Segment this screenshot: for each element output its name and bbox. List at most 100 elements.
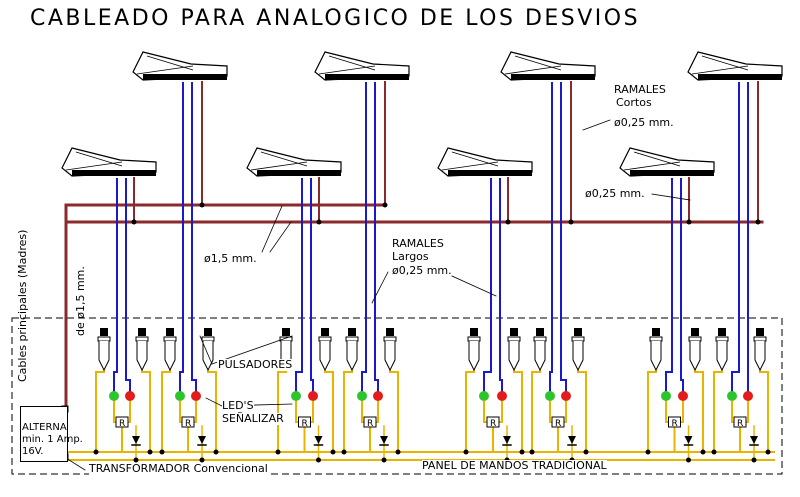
bus-junction [159, 449, 165, 455]
leader-line [199, 335, 213, 365]
label-panel: PANEL DE MANDOS TRADICIONAL [422, 459, 607, 472]
pushbutton-cap-icon [691, 328, 699, 336]
resistor-label: R [367, 419, 373, 429]
pushbutton-icon [649, 336, 663, 342]
red-led-icon [497, 391, 507, 401]
resistor-icon [115, 416, 129, 428]
turnout-base-icon [143, 74, 227, 80]
label-cables-principales: Cables principales (Madres) [16, 229, 29, 382]
control-wire-a [483, 178, 492, 392]
switch-feed-wire [141, 370, 151, 452]
switch-feed-wire [277, 370, 287, 452]
pushbutton-cap-icon [386, 328, 394, 336]
led-wire [483, 401, 487, 423]
pushbutton-cap-icon [321, 328, 329, 336]
bus-junction [199, 457, 205, 463]
turnout-base-icon [448, 170, 532, 176]
bus-junction [381, 457, 387, 463]
turnout-rail-icon [136, 55, 194, 75]
bus-junction [395, 449, 401, 455]
turnout-base-icon [257, 170, 341, 176]
bus-junction [645, 449, 651, 455]
green-led-icon [357, 391, 367, 401]
pushbutton-icon [507, 336, 521, 342]
red-led-icon [743, 391, 753, 401]
pushbutton-cap-icon [574, 328, 582, 336]
control-wire-a [113, 178, 118, 392]
bus-junction [529, 449, 535, 455]
led-wire [179, 401, 182, 423]
diode-icon [503, 436, 511, 444]
switch-feed-wire [577, 370, 587, 452]
pushbutton-icon [201, 336, 215, 342]
label-transformador: TRANSFORMADOR Convencional [89, 462, 268, 475]
panel-frame [11, 317, 783, 475]
control-wire-a [361, 82, 367, 392]
pushbutton-body-icon [650, 341, 662, 372]
pushbutton-icon [467, 336, 481, 342]
main-bus-upper [64, 203, 386, 410]
green-led-icon [109, 391, 119, 401]
switch-feed-wire [389, 370, 399, 452]
led-wire [680, 401, 684, 423]
control-wire-b [374, 82, 379, 392]
pushbutton-cap-icon [718, 328, 726, 336]
pushbutton-icon [318, 336, 332, 342]
bus-junction [519, 449, 525, 455]
led-wire [746, 401, 749, 423]
pushbutton-cap-icon [138, 328, 146, 336]
control-wire-a [665, 178, 673, 392]
green-led-icon [545, 391, 555, 401]
bus-junction [686, 219, 692, 225]
bus-junction [751, 457, 757, 463]
red-led-icon [373, 391, 383, 401]
turnout-base-icon [511, 74, 595, 80]
turnout-rail-icon [65, 151, 123, 171]
label-largos: Largos [392, 250, 429, 263]
diode-icon [568, 436, 576, 444]
turnout-rail-icon [623, 151, 681, 171]
resistor-label: R [737, 419, 743, 429]
pushbutton-body-icon [136, 341, 148, 372]
pushbutton-icon [279, 336, 293, 342]
green-led-icon [727, 391, 737, 401]
pushbutton-cap-icon [348, 328, 356, 336]
leader-line [65, 457, 86, 471]
pushbutton-body-icon [346, 341, 358, 372]
control-wire-a [179, 82, 184, 392]
turnout-rail-icon [504, 55, 562, 75]
led-wire [295, 401, 299, 423]
label-ramales-cortos: RAMALES [614, 83, 666, 96]
control-wire-b [680, 178, 684, 392]
bus-junction [341, 449, 347, 455]
red-led-icon [678, 391, 688, 401]
led-wire [549, 401, 552, 423]
pushbutton-body-icon [689, 341, 701, 372]
switch-feed-wire [465, 370, 475, 452]
bus-junction [755, 219, 761, 225]
led-wire [361, 401, 364, 423]
pushbutton-icon [571, 336, 585, 342]
resistor-label: R [672, 419, 678, 429]
label-de-diametro: de ø1,5 mm. [74, 266, 87, 336]
pushbutton-body-icon [508, 341, 520, 372]
pushbutton-cap-icon [470, 328, 478, 336]
led-wire [128, 401, 131, 423]
diode-icon [314, 436, 323, 444]
pushbutton-body-icon [164, 341, 176, 372]
label-diameter-main: ø1,5 mm. [204, 252, 257, 265]
led-wire [194, 401, 197, 423]
bus-junction [382, 202, 388, 208]
turnout-base-icon [325, 74, 409, 80]
pushbutton-body-icon [534, 341, 546, 372]
control-wire-a [295, 178, 303, 392]
pushbutton-cap-icon [166, 328, 174, 336]
bus-junction [93, 449, 99, 455]
resistor-icon [363, 416, 377, 428]
diode-icon [198, 436, 206, 444]
pushbutton-cap-icon [536, 328, 544, 336]
led-wire [665, 401, 669, 423]
pushbutton-cap-icon [652, 328, 660, 336]
pushbutton-cap-icon [756, 328, 764, 336]
